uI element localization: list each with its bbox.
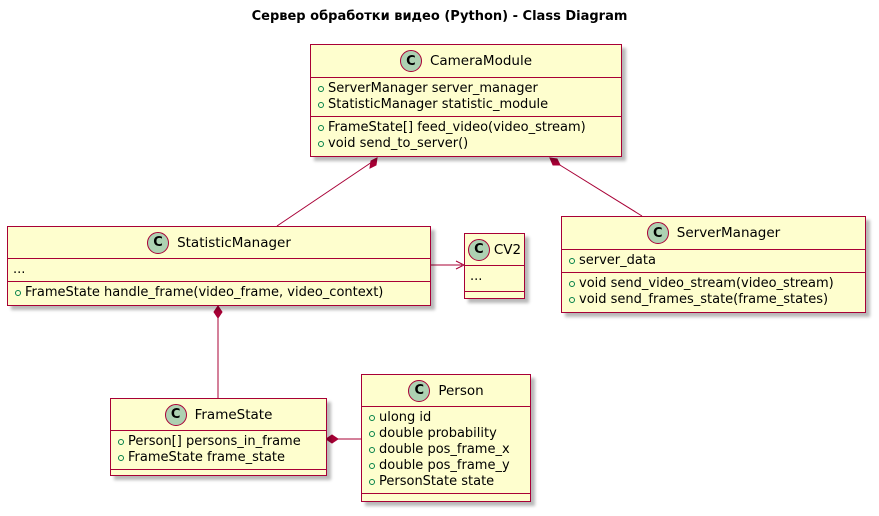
- class-name: Person: [438, 382, 484, 399]
- public-marker-icon: [118, 439, 124, 445]
- attribute-placeholder: ...: [470, 269, 483, 284]
- class-name: StatisticManager: [177, 234, 291, 251]
- methods-section: void send_video_stream(video_stream) voi…: [562, 273, 865, 311]
- attribute: double pos_frame_x: [362, 442, 530, 458]
- edge-camera-statistic: [276, 161, 373, 227]
- diamond-framestate-person: [325, 434, 339, 444]
- attributes-section: ...: [465, 266, 524, 292]
- diamond-camera-statistic: [369, 157, 378, 169]
- class-statistic-manager[interactable]: C StatisticManager ... FrameState handle…: [7, 226, 431, 306]
- public-marker-icon: [318, 125, 324, 131]
- public-marker-icon: [569, 281, 575, 287]
- class-header: C CameraModule: [311, 45, 621, 78]
- class-person[interactable]: C Person ulong id double probability dou…: [361, 374, 531, 502]
- attributes-section: server_data: [562, 250, 865, 273]
- class-server-manager[interactable]: C ServerManager server_data void send_vi…: [561, 216, 866, 313]
- method: FrameState[] feed_video(video_stream): [311, 120, 621, 136]
- diamond-camera-server: [549, 157, 561, 166]
- class-header: C CV2: [465, 234, 524, 266]
- class-badge-icon: C: [646, 222, 669, 244]
- attribute: server_data: [562, 253, 865, 269]
- public-marker-icon: [318, 102, 324, 108]
- methods-section: FrameState handle_frame(video_frame, vid…: [8, 282, 430, 304]
- public-marker-icon: [118, 455, 124, 461]
- attribute-placeholder: ...: [13, 262, 26, 277]
- attribute: PersonState state: [362, 474, 530, 490]
- attribute: ServerManager server_manager: [311, 81, 621, 97]
- public-marker-icon: [569, 258, 575, 264]
- public-marker-icon: [369, 479, 375, 485]
- diamond-statistic-framestate: [213, 305, 223, 319]
- public-marker-icon: [15, 290, 21, 296]
- class-header: C Person: [362, 375, 530, 407]
- attribute: double pos_frame_y: [362, 458, 530, 474]
- public-marker-icon: [569, 297, 575, 303]
- public-marker-icon: [318, 86, 324, 92]
- class-name: CV2: [493, 241, 522, 258]
- class-badge-icon: C: [399, 50, 422, 72]
- class-badge-icon: C: [467, 238, 490, 261]
- methods-section: [465, 292, 524, 298]
- attribute: FrameState frame_state: [111, 450, 326, 466]
- public-marker-icon: [369, 463, 375, 469]
- class-header: C FrameState: [111, 399, 326, 431]
- method: void send_frames_state(frame_states): [562, 292, 865, 308]
- attribute: double probability: [362, 426, 530, 442]
- class-badge-icon: C: [164, 403, 187, 426]
- public-marker-icon: [369, 415, 375, 421]
- class-camera-module[interactable]: C CameraModule ServerManager server_mana…: [310, 44, 622, 157]
- class-cv2[interactable]: C CV2 ...: [464, 233, 525, 299]
- attributes-section: ulong id double probability double pos_f…: [362, 407, 530, 494]
- attributes-section: Person[] persons_in_frame FrameState fra…: [111, 431, 326, 470]
- attributes-section: ServerManager server_manager StatisticMa…: [311, 78, 621, 117]
- diagram-title: Сервер обработки видео (Python) - Class …: [251, 9, 628, 24]
- attributes-section: ...: [8, 259, 430, 282]
- class-name: FrameState: [194, 406, 273, 423]
- class-header: C ServerManager: [562, 217, 865, 250]
- class-name: ServerManager: [676, 225, 781, 241]
- public-marker-icon: [369, 447, 375, 453]
- class-header: C StatisticManager: [8, 227, 430, 259]
- method: FrameState handle_frame(video_frame, vid…: [8, 285, 430, 301]
- methods-section: [111, 470, 326, 478]
- class-badge-icon: C: [408, 379, 431, 402]
- methods-section: FrameState[] feed_video(video_stream) vo…: [311, 117, 621, 155]
- public-marker-icon: [318, 141, 324, 147]
- attribute: StatisticManager statistic_module: [311, 97, 621, 113]
- edge-camera-server: [554, 161, 643, 217]
- attribute: Person[] persons_in_frame: [111, 434, 326, 450]
- class-name: CameraModule: [429, 53, 533, 69]
- attribute: ulong id: [362, 410, 530, 426]
- methods-section: [362, 494, 530, 500]
- method: void send_video_stream(video_stream): [562, 276, 865, 292]
- public-marker-icon: [369, 431, 375, 437]
- method: void send_to_server(): [311, 136, 621, 152]
- class-badge-icon: C: [147, 231, 170, 254]
- class-frame-state[interactable]: C FrameState Person[] persons_in_frame F…: [110, 398, 327, 476]
